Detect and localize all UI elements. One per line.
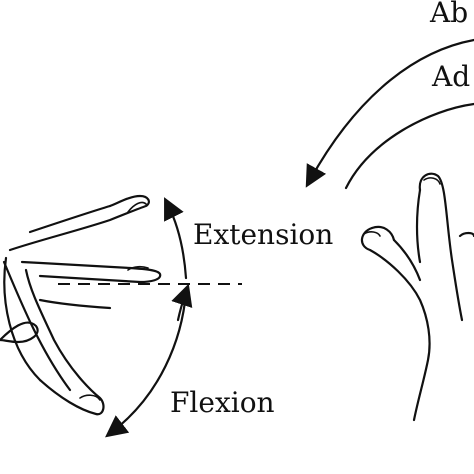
left-hand-drawing [0,194,162,416]
flexion-label: Flexion [170,386,275,419]
extension-label: Extension [193,218,333,251]
abduction-arrow [305,38,474,188]
adduction-label-partial: Ad [431,60,470,93]
extension-arrow [164,197,188,280]
right-hand-drawing [360,172,474,422]
abduction-label-partial: Ab [429,0,468,29]
adduction-arc [344,102,474,190]
flexion-arrow [105,290,188,438]
flexion-arrow-up-head [171,283,193,322]
